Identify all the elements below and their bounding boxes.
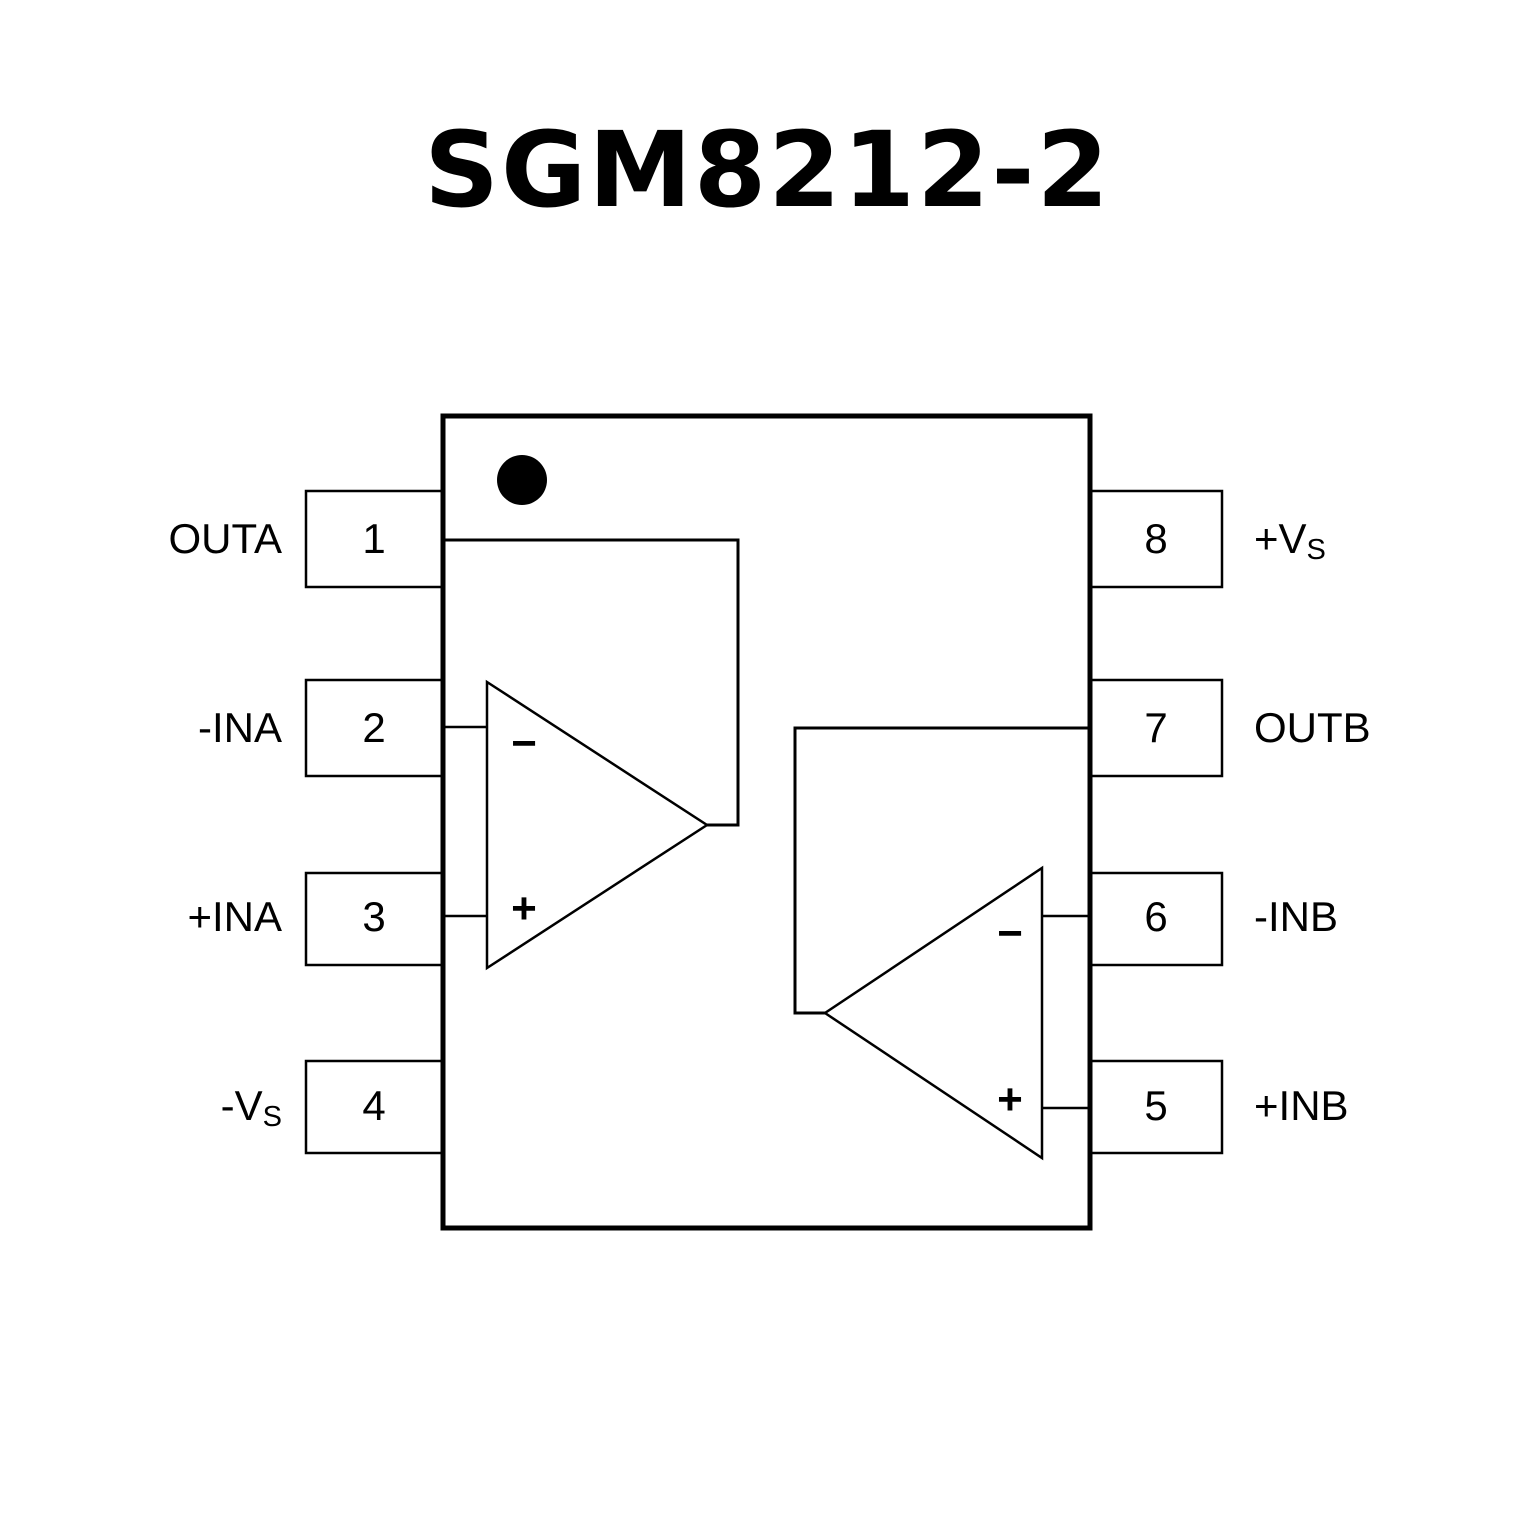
amplifier-b: − +: [793, 726, 1090, 1161]
amplifier-a-output-wire: [443, 538, 740, 827]
pin-2: 2 -INA: [198, 678, 445, 778]
amplifier-b-output-wire: [793, 726, 1090, 1015]
pin-3-box: [304, 871, 445, 967]
amplifier-a-minus-sign: −: [511, 719, 537, 768]
pin-7-label: OUTB: [1254, 704, 1371, 751]
amplifier-b-minus-sign: −: [997, 909, 1023, 958]
pin-4-label: -VS: [221, 1082, 282, 1133]
pin-4: 4 -VS: [221, 1059, 445, 1155]
pin1-marker-dot: [497, 455, 547, 505]
pin-4-box: [304, 1059, 445, 1155]
pin-8-label-sub: S: [1307, 534, 1326, 566]
pin-1-number: 1: [362, 515, 385, 562]
pin-2-label: -INA: [198, 704, 282, 751]
pin-6: 6 -INB: [1088, 871, 1338, 967]
pin-4-label-sub: S: [263, 1101, 282, 1133]
amplifier-a: − +: [443, 538, 740, 971]
pin-2-number: 2: [362, 704, 385, 751]
pin-5: 5 +INB: [1088, 1059, 1349, 1155]
pin-3-number: 3: [362, 893, 385, 940]
pin-1-label: OUTA: [168, 515, 282, 562]
amplifier-b-plus-sign: +: [997, 1075, 1023, 1124]
pin-4-label-main: -V: [221, 1082, 263, 1129]
pin-8-number: 8: [1144, 515, 1167, 562]
ic-body: [440, 413, 1093, 1231]
pin-8: 8 +VS: [1088, 489, 1326, 589]
pin-8-box: [1088, 489, 1224, 589]
pin-8-label-main: +V: [1254, 515, 1307, 562]
pin-7: 7 OUTB: [1088, 678, 1371, 778]
amplifier-a-plus-sign: +: [511, 884, 537, 933]
pin-1-box: [304, 489, 445, 589]
pin-4-number: 4: [362, 1082, 385, 1129]
pin-5-label: +INB: [1254, 1082, 1349, 1129]
amplifier-b-triangle: [822, 865, 1044, 1161]
pin-6-number: 6: [1144, 893, 1167, 940]
pin-1: 1 OUTA: [168, 489, 445, 589]
pin-8-label: +VS: [1254, 515, 1326, 566]
pin-2-box: [304, 678, 445, 778]
pin-5-number: 5: [1144, 1082, 1167, 1129]
diagram-title: SGM8212-2: [424, 109, 1111, 231]
pin-6-label: -INB: [1254, 893, 1338, 940]
pin-3-label: +INA: [187, 893, 282, 940]
pin-3: 3 +INA: [187, 871, 445, 967]
pin-7-box: [1088, 678, 1224, 778]
pin-7-number: 7: [1144, 704, 1167, 751]
amplifier-a-triangle: [485, 679, 710, 971]
pin-6-box: [1088, 871, 1224, 967]
